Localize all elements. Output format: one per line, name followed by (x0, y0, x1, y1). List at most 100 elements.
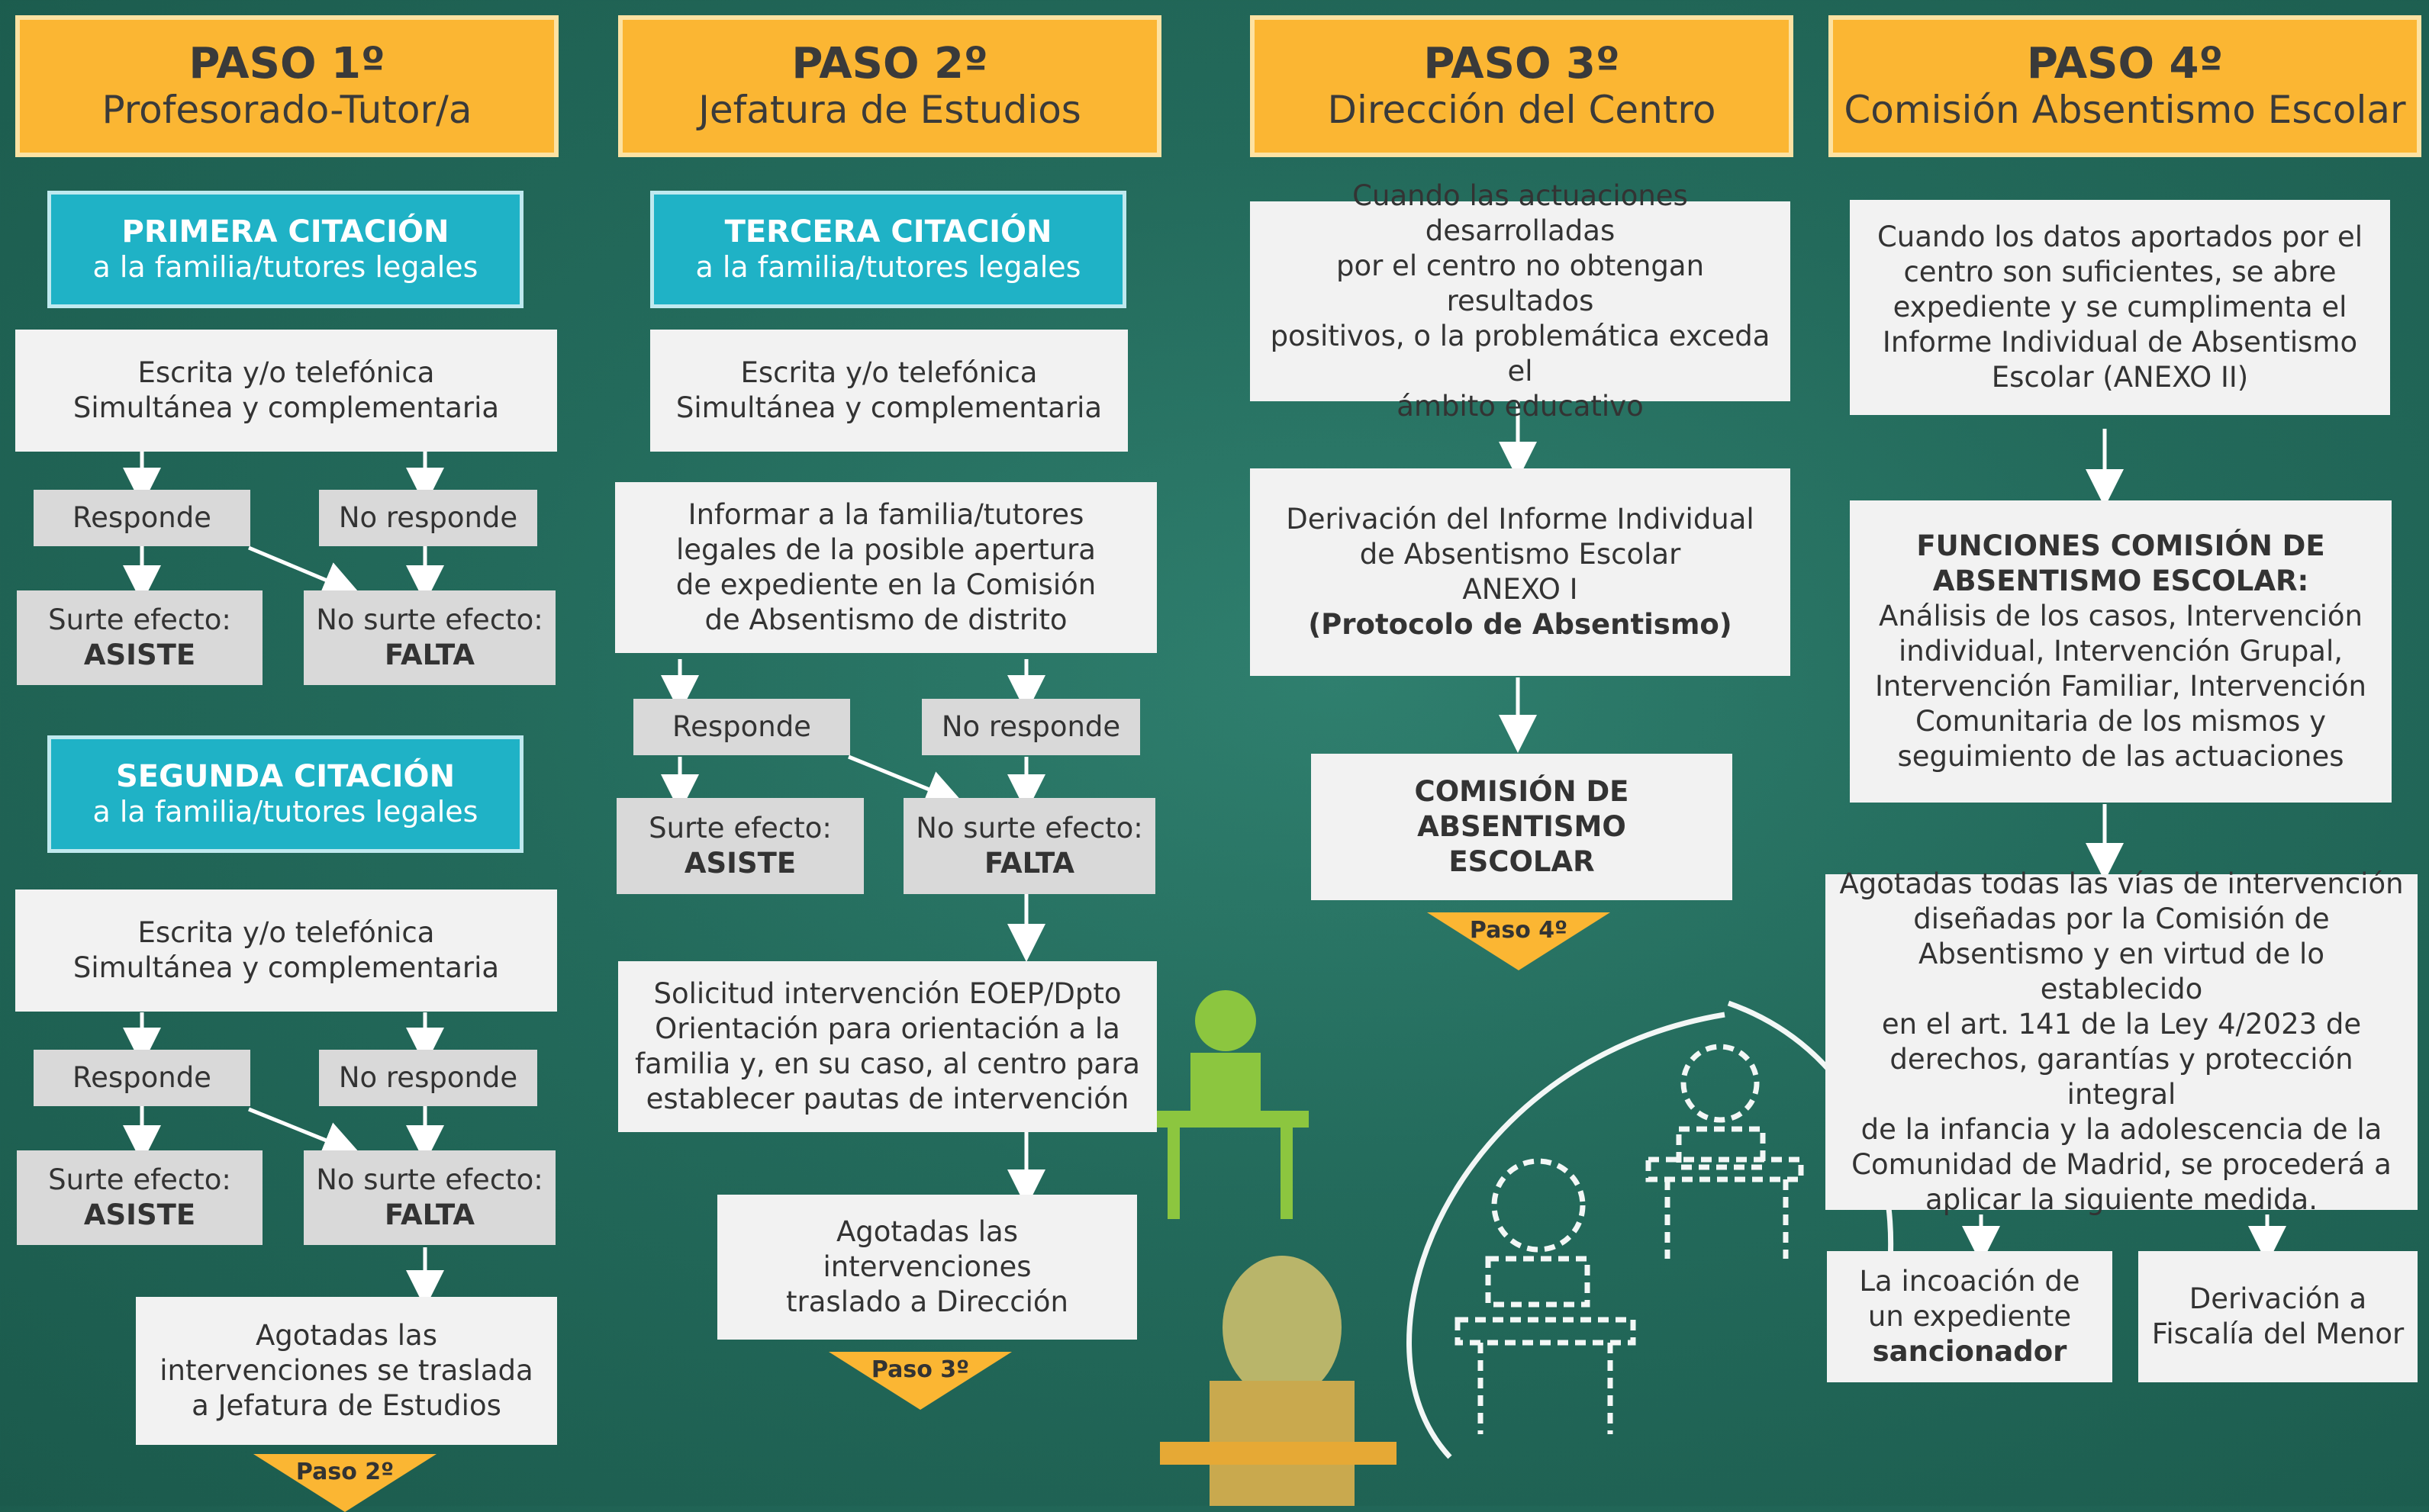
responde-label: Responde (34, 490, 250, 546)
responde-label: Responde (633, 699, 850, 755)
text-line: Surte efecto: (48, 603, 231, 636)
badge-label: Paso 3º (871, 1356, 970, 1383)
paso-2-badge: Paso 2º (253, 1454, 437, 1512)
text-line: ANEXO I (1462, 573, 1578, 606)
solicitud-box: Solicitud intervención EOEP/Dpto Orienta… (618, 961, 1157, 1132)
citation-title: TERCERA CITACIÓN (724, 214, 1052, 249)
text-line: FUNCIONES COMISIÓN DE (1916, 529, 2325, 562)
text-line: Escolar (ANEXO II) (1991, 361, 2249, 394)
citation-subtitle: a la familia/tutores legales (695, 250, 1081, 284)
no-responde-label: No responde (319, 490, 537, 546)
text-line: (Protocolo de Absentismo) (1308, 608, 1732, 641)
step-subtitle: Comisión Absentismo Escolar (1844, 88, 2406, 132)
surte-efecto-asiste: Surte efecto: ASISTE (617, 798, 864, 894)
badge-triangle (829, 1352, 1012, 1410)
step-title: PASO 3º (1423, 39, 1620, 88)
label-text: No responde (338, 501, 518, 534)
text-line: seguimiento de las actuaciones (1897, 740, 2344, 773)
step-subtitle: Profesorado-Tutor/a (101, 88, 472, 132)
derivacion-informe-box: Derivación del Informe Individual de Abs… (1250, 468, 1790, 676)
text-line: establecer pautas de intervención (646, 1083, 1129, 1115)
text-line: sancionador (1872, 1335, 2067, 1368)
label-text: Responde (672, 710, 811, 743)
text-line: ABSENTISMO (1417, 810, 1626, 843)
step-header-1: PASO 1º Profesorado-Tutor/a (15, 15, 559, 157)
text-line: de expediente en la Comisión (675, 568, 1097, 601)
step-title: PASO 4º (2026, 39, 2224, 88)
informar-box: Informar a la familia/tutores legales de… (615, 482, 1157, 653)
step-subtitle: Dirección del Centro (1327, 88, 1716, 132)
funciones-box: FUNCIONES COMISIÓN DE ABSENTISMO ESCOLAR… (1850, 500, 2392, 803)
text-line: Orientación para orientación a la (655, 1012, 1120, 1045)
step-header-2: PASO 2º Jefatura de Estudios (618, 15, 1161, 157)
badge-label: Paso 4º (1469, 917, 1568, 944)
text-line: Agotadas todas las vías de intervención (1839, 867, 2404, 900)
fiscalia-box: Derivación a Fiscalía del Menor (2138, 1251, 2418, 1382)
text-line: aplicar la siguiente medida. (1925, 1183, 2318, 1216)
text-line: ASISTE (83, 639, 196, 671)
step-title: PASO 1º (188, 39, 385, 88)
label-text: No responde (941, 710, 1121, 743)
text-line: derechos, garantías y protección integra… (1889, 1043, 2353, 1111)
paso-3-badge: Paso 3º (829, 1352, 1012, 1413)
text-line: Solicitud intervención EOEP/Dpto (653, 977, 1122, 1010)
text-line: familia y, en su caso, al centro para (635, 1047, 1140, 1080)
text-line: FALTA (384, 1198, 475, 1231)
text-line: No surte efecto: (916, 812, 1143, 844)
text-line: de la infancia y la adolescencia de la (1860, 1113, 2382, 1146)
text-line: Derivación del Informe Individual (1286, 503, 1754, 536)
no-surte-efecto-falta: No surte efecto: FALTA (304, 1150, 556, 1245)
no-surte-efecto-falta: No surte efecto: FALTA (304, 590, 556, 685)
no-surte-efecto-falta: No surte efecto: FALTA (904, 798, 1155, 894)
agotadas-box-1: Agotadas las intervenciones se traslada … (136, 1297, 557, 1445)
text-line: positivos, o la problemática exceda el (1270, 320, 1770, 388)
citation-title: PRIMERA CITACIÓN (121, 214, 449, 249)
label-text: Responde (72, 1061, 211, 1094)
cuando-box-3: Cuando las actuaciones desarrolladas por… (1250, 179, 1790, 423)
text-line: Intervención Familiar, Intervención (1875, 670, 2366, 703)
text-line: Absentismo y en virtud de lo establecido (1918, 938, 2324, 1005)
step-header-4: PASO 4º Comisión Absentismo Escolar (1828, 15, 2421, 157)
text-line: expediente y se cumplimenta el (1893, 291, 2347, 323)
no-responde-label: No responde (319, 1050, 537, 1106)
text-line: Informe Individual de Absentismo (1882, 326, 2358, 359)
text-line: COMISIÓN DE (1414, 775, 1629, 808)
agotadas-box-2: Agotadas las intervenciones traslado a D… (717, 1195, 1137, 1340)
agotadas-box-4: Agotadas todas las vías de intervención … (1825, 867, 2418, 1216)
badge-triangle (253, 1454, 437, 1512)
citation-title: SEGUNDA CITACIÓN (115, 759, 456, 794)
incoacion-box: La incoación de un expediente sancionado… (1827, 1251, 2112, 1382)
label-text: No responde (338, 1061, 518, 1094)
tercera-citacion: TERCERA CITACIÓN a la familia/tutores le… (650, 191, 1126, 308)
text-line: un expediente (1867, 1300, 2072, 1333)
step-title: PASO 2º (791, 39, 988, 88)
text-line: intervenciones se traslada (159, 1354, 533, 1387)
text-line: en el art. 141 de la Ley 4/2023 de (1881, 1008, 2362, 1041)
badge-triangle (1427, 912, 1610, 970)
contact-box-1: Escrita y/o telefónica Simultánea y comp… (15, 330, 557, 452)
text-line: No surte efecto: (316, 603, 543, 636)
text-line: Simultánea y complementaria (72, 391, 500, 424)
responde-label: Responde (34, 1050, 250, 1106)
surte-efecto-asiste: Surte efecto: ASISTE (17, 590, 263, 685)
comision-box: COMISIÓN DE ABSENTISMO ESCOLAR (1311, 754, 1732, 900)
text-line: ámbito educativo (1397, 390, 1644, 423)
badge-label: Paso 2º (295, 1459, 395, 1485)
text-line: Análisis de los casos, Intervención (1879, 600, 2363, 632)
text-line: No surte efecto: (316, 1163, 543, 1196)
text-line: ASISTE (83, 1198, 196, 1231)
text-line: Escrita y/o telefónica (137, 356, 435, 389)
text-line: Comunidad de Madrid, se procederá a (1851, 1148, 2392, 1181)
step-header-3: PASO 3º Dirección del Centro (1250, 15, 1793, 157)
text-line: traslado a Dirección (786, 1285, 1068, 1318)
text-line: FALTA (384, 639, 475, 671)
text-line: legales de la posible apertura (676, 533, 1096, 566)
citation-subtitle: a la familia/tutores legales (92, 795, 478, 828)
text-line: FALTA (984, 847, 1075, 880)
segunda-citacion: SEGUNDA CITACIÓN a la familia/tutores le… (47, 735, 523, 853)
label-text: Responde (72, 501, 211, 534)
text-line: Agotadas las (255, 1319, 438, 1352)
text-line: centro son suficientes, se abre (1903, 256, 2337, 288)
